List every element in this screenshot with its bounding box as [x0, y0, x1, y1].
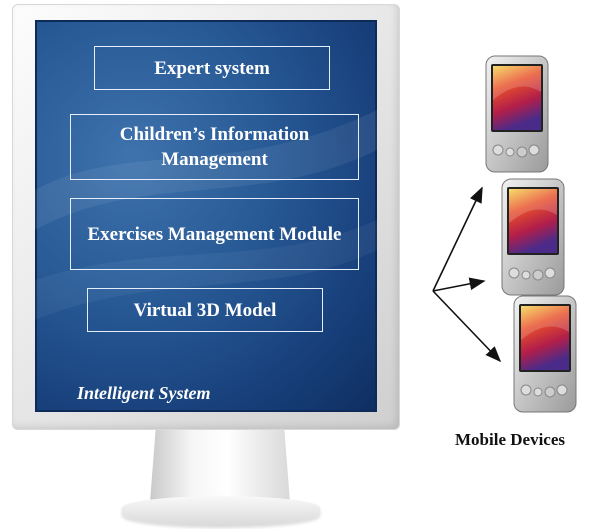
expert-system-box: Expert system: [94, 46, 330, 90]
exercises-management-label: Exercises Management Module: [87, 223, 342, 245]
mobile-devices-label: Mobile Devices: [455, 430, 565, 449]
virtual-3d-model-box: Virtual 3D Model: [87, 288, 323, 332]
pda-device-icon: [513, 295, 577, 413]
arrow-to-device-1: [432, 186, 483, 292]
monitor-screen: Expert system Children’s Information Man…: [35, 20, 377, 412]
intelligent-system-label: Intelligent System: [77, 383, 211, 403]
arrow-to-device-2: [432, 277, 486, 292]
arrow-to-device-3: [432, 290, 502, 363]
childrens-information-label: Children’s Information Management: [119, 124, 310, 170]
pda-device-icon: [501, 178, 565, 296]
monitor-frame: Expert system Children’s Information Man…: [12, 4, 400, 430]
childrens-information-box: Children’s Information Management: [70, 114, 359, 180]
exercises-management-box: Exercises Management Module: [70, 198, 359, 270]
virtual-3d-model-label: Virtual 3D Model: [133, 299, 277, 321]
monitor-base: [122, 496, 320, 526]
pda-device-icon: [485, 55, 549, 173]
monitor-neck: [150, 430, 290, 502]
screen-swoosh-decoration: [35, 110, 377, 320]
expert-system-label: Expert system: [154, 57, 270, 79]
